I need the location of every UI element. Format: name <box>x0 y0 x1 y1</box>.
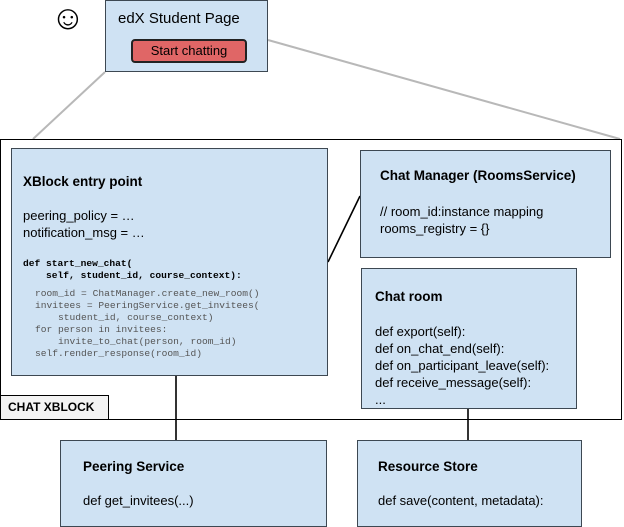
code-body-line: room_id = ChatManager.create_new_room() <box>35 288 260 299</box>
chat-room-line: def receive_message(self): <box>375 375 532 390</box>
chat-room-box: Chat room def export(self): def on_chat_… <box>361 268 577 409</box>
zoom-line-left <box>32 71 106 140</box>
chat-manager-line: // room_id:instance mapping <box>380 204 544 219</box>
xblock-entry-title: XBlock entry point <box>23 174 143 189</box>
student-page-box: edX Student Page Start chatting <box>105 0 268 72</box>
entry-line: peering_policy = … <box>23 208 135 223</box>
entry-line: notification_msg = … <box>23 225 145 240</box>
chat-room-line: def on_participant_leave(self): <box>375 358 550 373</box>
resource-store-line: def save(content, metadata): <box>378 493 544 508</box>
resource-store-title: Resource Store <box>378 459 478 474</box>
link-entry-to-chat-manager <box>327 195 361 263</box>
chat-room-title: Chat room <box>375 289 443 304</box>
code-body-line: self.render_response(room_id) <box>35 348 202 359</box>
peering-service-box: Peering Service def get_invitees(...) <box>60 440 327 527</box>
chat-room-line: def export(self): <box>375 324 466 339</box>
chat-room-line: ... <box>375 392 386 407</box>
chat-manager-line: rooms_registry = {} <box>380 221 490 236</box>
zoom-line-right <box>267 39 621 140</box>
student-page-title: edX Student Page <box>118 10 240 27</box>
peering-service-line: def get_invitees(...) <box>83 493 194 508</box>
resource-store-box: Resource Store def save(content, metadat… <box>357 440 582 527</box>
start-chatting-button[interactable]: Start chatting <box>131 39 247 63</box>
chat-room-line: def on_chat_end(self): <box>375 341 505 356</box>
code-def-line: def start_new_chat( <box>23 258 133 269</box>
xblock-entry-point-box: XBlock entry point peering_policy = … no… <box>11 148 328 376</box>
chat-xblock-label: CHAT XBLOCK <box>0 395 109 420</box>
chat-manager-title: Chat Manager (RoomsService) <box>380 168 576 183</box>
chat-xblock-container <box>0 139 622 420</box>
chat-manager-box: Chat Manager (RoomsService) // room_id:i… <box>360 150 611 258</box>
code-args-line: self, student_id, course_context): <box>23 270 242 281</box>
start-chatting-label: Start chatting <box>150 43 228 58</box>
code-body-line: for person in invitees: <box>35 324 168 335</box>
peering-service-title: Peering Service <box>83 459 185 474</box>
code-body-line: invitees = PeeringService.get_invitees( <box>35 300 260 311</box>
smiley-icon: ☺ <box>50 0 86 37</box>
code-body-line: invite_to_chat(person, room_id) <box>35 336 237 347</box>
code-body-line: student_id, course_context) <box>35 312 214 323</box>
